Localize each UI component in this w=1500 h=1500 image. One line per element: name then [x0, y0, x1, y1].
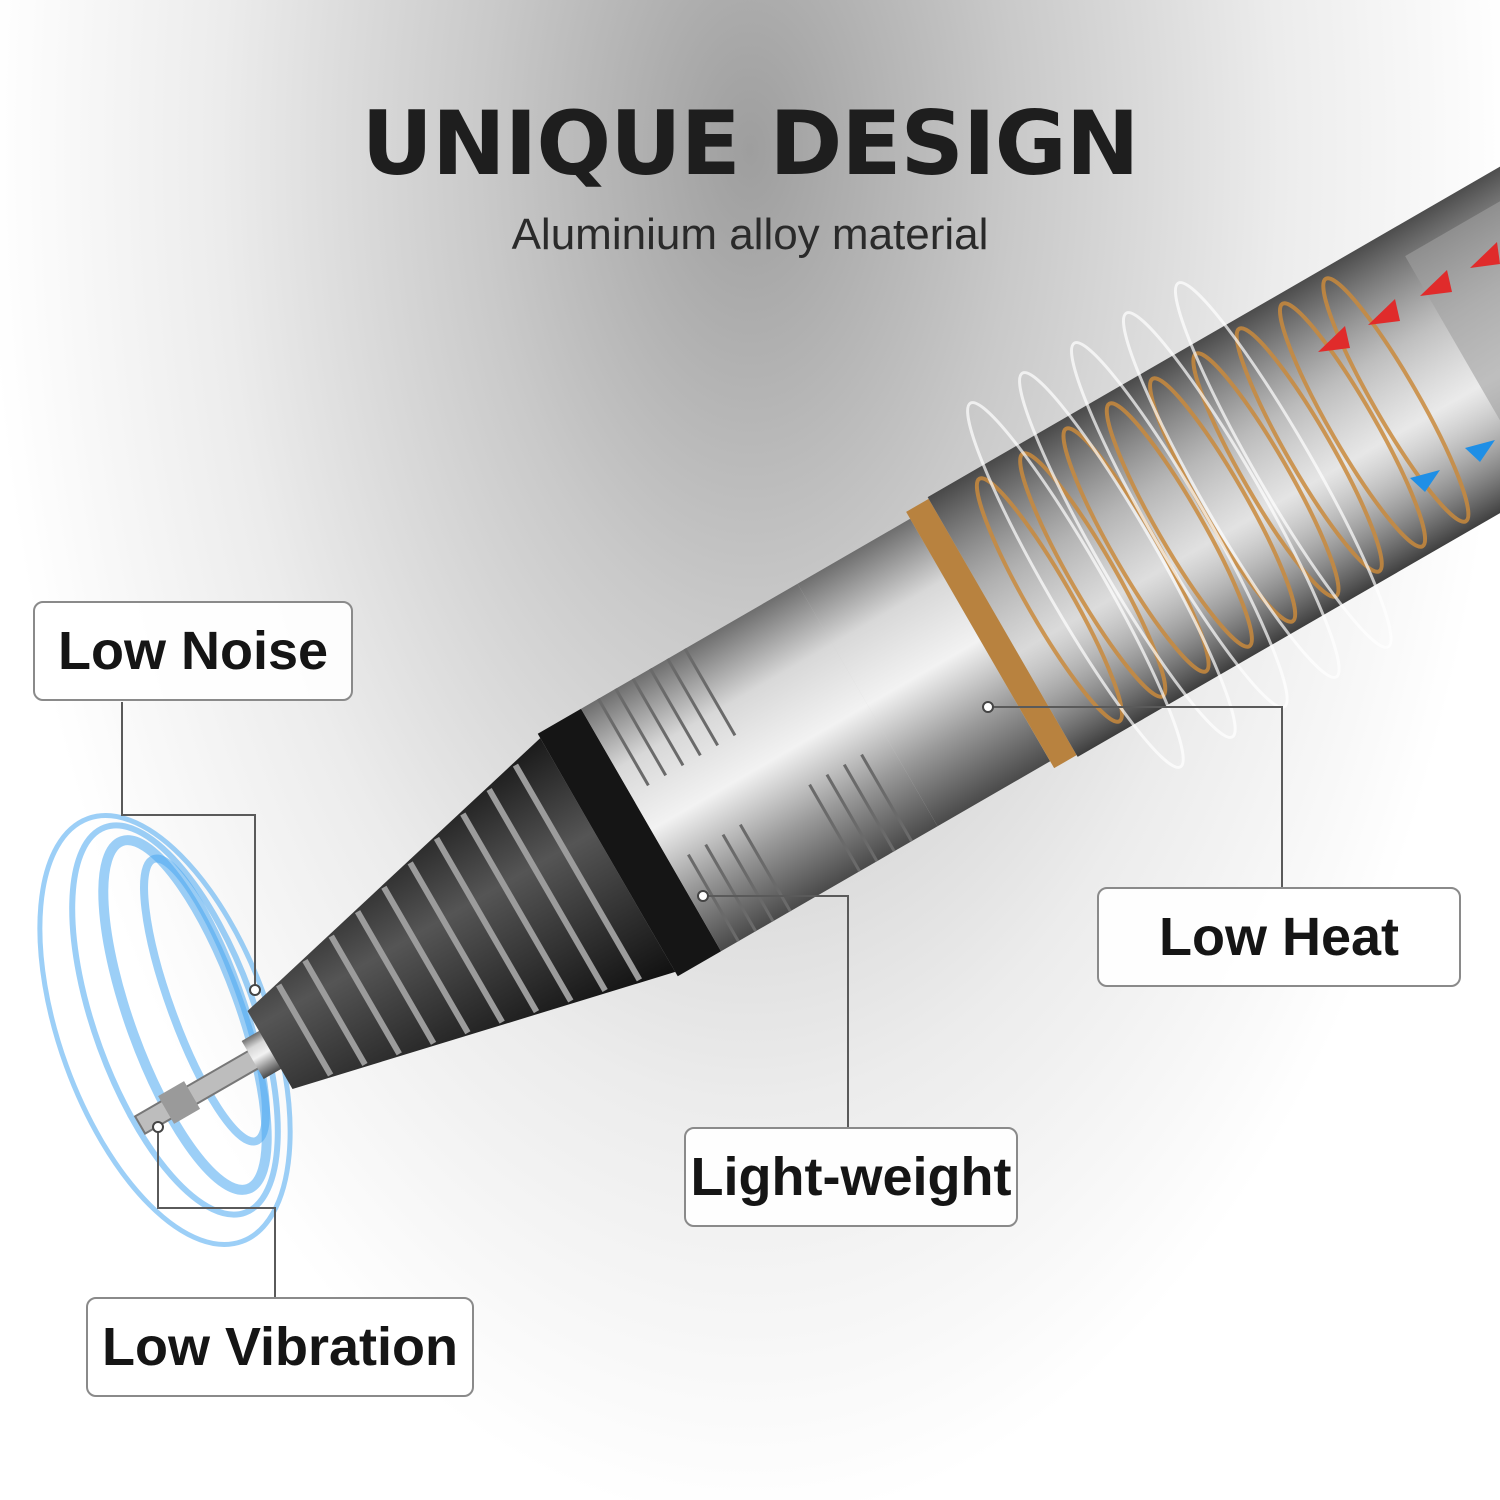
motor-coil	[974, 276, 1471, 724]
page-title: UNIQUE DESIGN	[361, 92, 1139, 195]
callout-low-noise: Low Noise	[33, 601, 353, 701]
callout-leader-lines	[121, 702, 1283, 1297]
vibration-waves-icon	[37, 813, 293, 1247]
callout-low-vibration: Low Vibration	[86, 1297, 474, 1397]
callout-light-weight-label: Light-weight	[690, 1147, 1012, 1207]
callout-low-heat-label: Low Heat	[1158, 907, 1400, 967]
airflow-arrow-icon	[1318, 242, 1500, 352]
callout-low-vibration-label: Low Vibration	[101, 1317, 458, 1377]
callout-low-heat: Low Heat	[1097, 887, 1461, 987]
grip-ridges	[276, 763, 643, 1077]
callout-light-weight: Light-weight	[684, 1127, 1018, 1227]
sound-waves-icon	[966, 281, 1393, 769]
page-subtitle: Aluminium alloy material	[511, 210, 989, 259]
callout-low-noise-label: Low Noise	[57, 621, 329, 681]
